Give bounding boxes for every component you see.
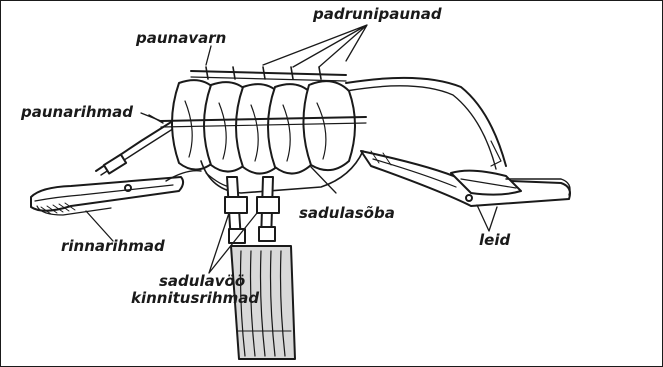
label-padrunipaunad: padrunipaunad xyxy=(313,7,442,22)
label-sadulavoo-line2: kinnitusrihmad xyxy=(131,290,259,307)
label-paunarihmad: paunarihmad xyxy=(21,105,133,120)
label-paunavarn: paunavarn xyxy=(136,31,226,46)
label-sadulavoo-kinnitusrihmad: sadulavöö kinnitusrihmad xyxy=(131,273,259,308)
label-sadulavoo-line1: sadulavöö xyxy=(131,273,259,290)
pouch-rod-drawing xyxy=(191,67,346,81)
label-sadulasoba: sadulasõba xyxy=(299,206,395,221)
saddle-tree-drawing xyxy=(361,151,570,206)
label-leid: leid xyxy=(479,233,510,248)
label-rinnarihmad: rinnarihmad xyxy=(61,239,165,254)
girth-straps-drawing xyxy=(225,177,279,243)
